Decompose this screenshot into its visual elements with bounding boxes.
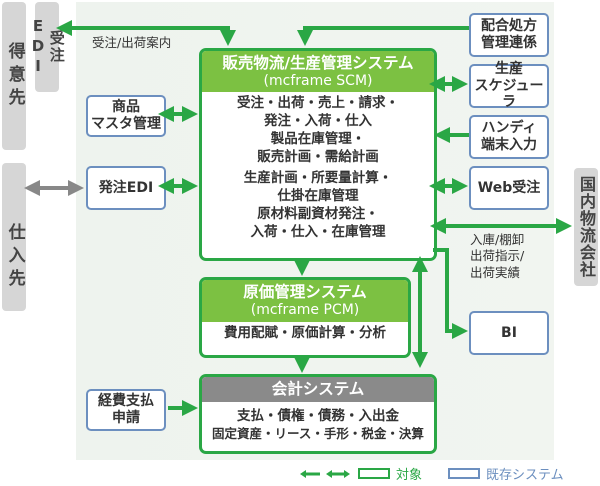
handy-terminal-line: 端末入力: [481, 137, 537, 153]
expense-request-line: 経費支払: [98, 393, 154, 410]
scheduler-line: 生産: [495, 60, 523, 77]
scm-line: 仕掛在庫管理: [277, 188, 359, 205]
scm-body: 受注・出荷・売上・請求・ 発注・入荷・仕入 製品在庫管理・ 販売計画・需給計画 …: [202, 92, 434, 242]
supplier-label: 仕入先: [4, 222, 25, 292]
logistics-label: 国内物流会社: [577, 176, 596, 278]
scm-title: 販売物流/生産管理システム: [222, 54, 414, 72]
warehouse-line: 出荷指示/: [470, 248, 525, 264]
pcm-header: 原価管理システム (mcframe PCM): [202, 280, 408, 323]
accounting-body: 支払・債権・債務・入出金 固定資産・リース・手形・税金・決算: [202, 402, 434, 442]
warehouse-instructions-label: 入庫/棚卸 出荷指示/ 出荷実績: [470, 232, 524, 281]
accounting-system-box: 会計システム 支払・債権・債務・入出金 固定資産・リース・手形・税金・決算: [199, 374, 437, 454]
external-logistics: 国内物流会社: [574, 168, 598, 286]
product-master-line: マスタ管理: [91, 116, 161, 132]
external-customer: 得意先: [2, 2, 26, 150]
accounting-line: 支払・債権・債務・入出金: [237, 408, 399, 425]
formula-link-line: 管理連係: [481, 35, 537, 51]
legend-existing-box-icon: [448, 468, 481, 479]
scm-system-box: 販売物流/生産管理システム (mcframe SCM) 受注・出荷・売上・請求・…: [199, 48, 437, 261]
pcm-subtitle: (mcframe PCM): [250, 302, 360, 319]
scm-line: 製品在庫管理・: [270, 130, 366, 147]
handy-terminal-box: ハンディ 端末入力: [469, 115, 549, 159]
accounting-line: 固定資産・リース・手形・税金・決算: [212, 425, 424, 441]
arrow-formula-link: [297, 26, 469, 46]
scm-line: 販売計画・需給計画: [257, 148, 379, 165]
legend-target-label: 対象: [396, 468, 423, 483]
formula-link-box: 配合処方 管理連係: [469, 13, 549, 57]
scheduler-box: 生産 スケジューラ: [469, 60, 549, 110]
web-order-label: Web受注: [477, 179, 541, 196]
expense-request-box: 経費支払 申請: [86, 389, 166, 431]
product-master-line: 商品: [112, 99, 140, 116]
external-supplier: 仕入先: [2, 163, 26, 311]
external-order-edi: 受注EDI: [29, 2, 66, 92]
pcm-line: 費用配賦・原価計算・分析: [224, 325, 386, 342]
pcm-title: 原価管理システム: [243, 283, 367, 301]
pcm-body: 費用配賦・原価計算・分析: [202, 322, 408, 343]
scm-subtitle: (mcframe SCM): [263, 73, 373, 90]
accounting-header: 会計システム: [202, 377, 434, 403]
legend-arrow-icons: [300, 469, 350, 478]
arrow-bi: [433, 248, 468, 339]
scm-line: 原材料副資材発注・: [257, 206, 379, 223]
arrow-order-edi: [56, 20, 236, 46]
warehouse-line: 出荷実績: [470, 264, 521, 280]
pcm-system-box: 原価管理システム (mcframe PCM) 費用配賦・原価計算・分析: [199, 277, 411, 358]
warehouse-line: 入庫/棚卸: [470, 232, 525, 247]
scm-line: 生産計画・所要量計算・: [243, 170, 393, 187]
scm-line: 入荷・仕入・在庫管理: [250, 223, 386, 240]
scm-line: 発注・入荷・仕入: [264, 112, 372, 129]
bi-label: BI: [501, 324, 517, 341]
formula-link-line: 配合処方: [481, 18, 537, 35]
legend: 対象 既存システム: [300, 464, 564, 483]
scheduler-line: スケジューラ: [474, 77, 544, 111]
purchase-edi-label: 発注EDI: [98, 179, 154, 196]
scm-header: 販売物流/生産管理システム (mcframe SCM): [202, 51, 434, 93]
handy-terminal-line: ハンディ: [481, 120, 537, 137]
expense-request-line: 申請: [112, 410, 140, 426]
scm-line: 受注・出荷・売上・請求・: [237, 95, 399, 112]
bi-box: BI: [469, 311, 549, 355]
legend-existing-label: 既存システム: [486, 468, 564, 483]
accounting-title: 会計システム: [271, 380, 365, 398]
legend-target-box-icon: [358, 468, 390, 479]
customer-label: 得意先: [4, 41, 25, 111]
web-order-box: Web受注: [469, 166, 549, 210]
